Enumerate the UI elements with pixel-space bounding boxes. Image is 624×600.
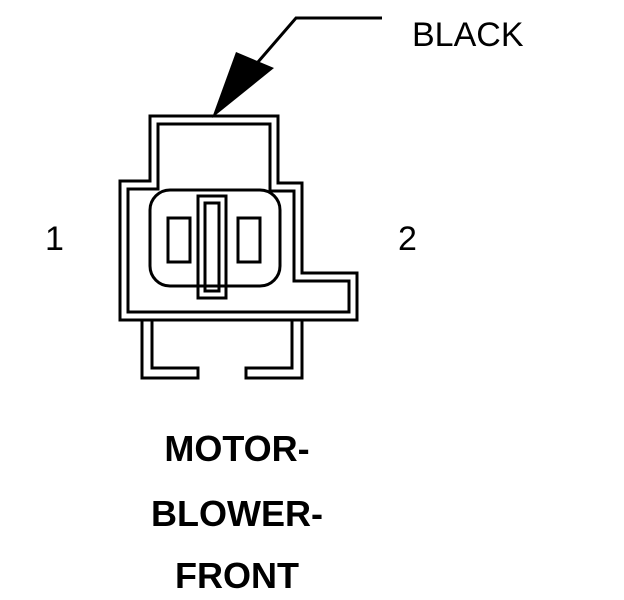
wire-leader-line: [256, 16, 382, 63]
left-mounting-leg: [140, 320, 200, 380]
wire-color-label: BLACK: [412, 16, 524, 54]
connector-cavity: [148, 188, 282, 288]
pin-1-label: 1: [45, 220, 64, 258]
connector-housing-outer: [118, 114, 359, 322]
pin-1-terminal: [166, 216, 192, 264]
wire-arrowhead: [212, 52, 274, 118]
pin-2-label: 2: [398, 220, 417, 258]
connector-housing-inner: [126, 122, 351, 314]
connector-center-key: [196, 194, 228, 300]
component-name-line-1: MOTOR-: [164, 428, 310, 469]
connector-center-key-inner: [203, 201, 221, 293]
right-mounting-leg: [244, 320, 304, 380]
pin-2-terminal: [236, 216, 262, 264]
component-name-line-3: FRONT: [175, 555, 299, 596]
component-name-line-2: BLOWER-: [151, 493, 323, 534]
